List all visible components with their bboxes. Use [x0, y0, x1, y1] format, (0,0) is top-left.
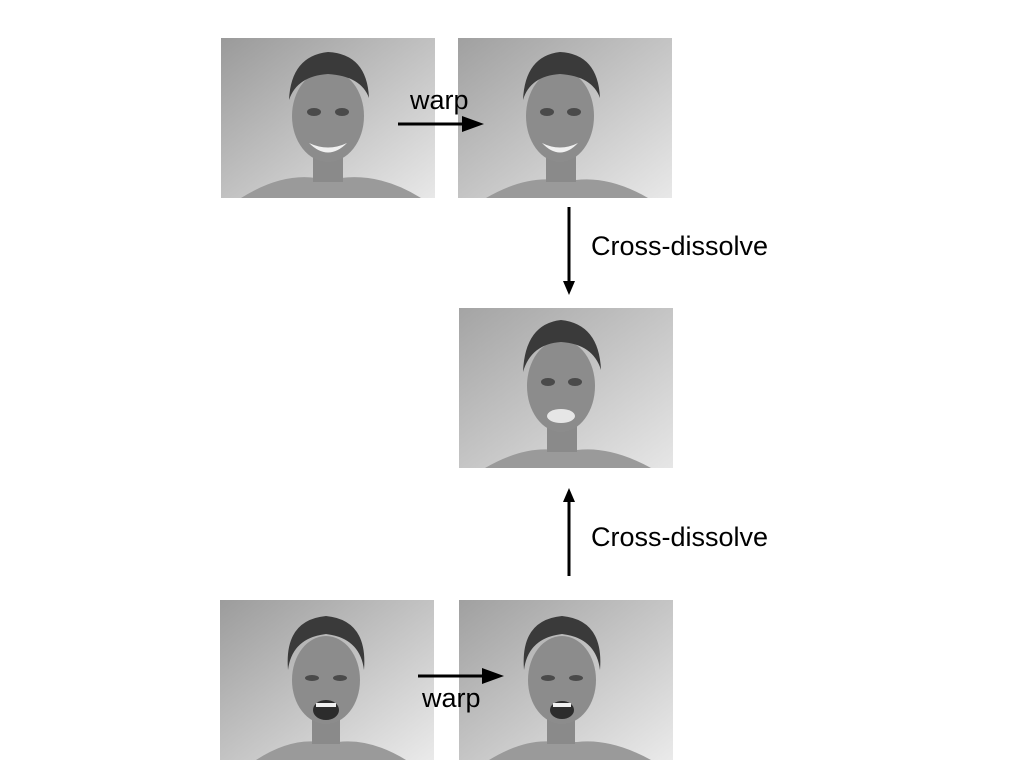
top-cross-dissolve-label: Cross-dissolve — [591, 231, 769, 261]
morphed-photo — [459, 308, 673, 468]
bottom-warp-label: warp — [422, 683, 481, 713]
woman-source-photo — [220, 600, 434, 760]
man-source-photo — [221, 38, 435, 198]
bottom-cross-dissolve-arrow — [563, 488, 575, 576]
bottom-cross-dissolve-label: Cross-dissolve — [591, 522, 769, 552]
top-warp-label: warp — [410, 85, 469, 115]
top-cross-dissolve-arrow — [563, 207, 575, 295]
woman-warped-photo — [459, 600, 673, 760]
top-warp-arrow — [398, 116, 484, 132]
man-warped-photo — [458, 38, 672, 198]
bottom-warp-arrow — [418, 668, 504, 684]
